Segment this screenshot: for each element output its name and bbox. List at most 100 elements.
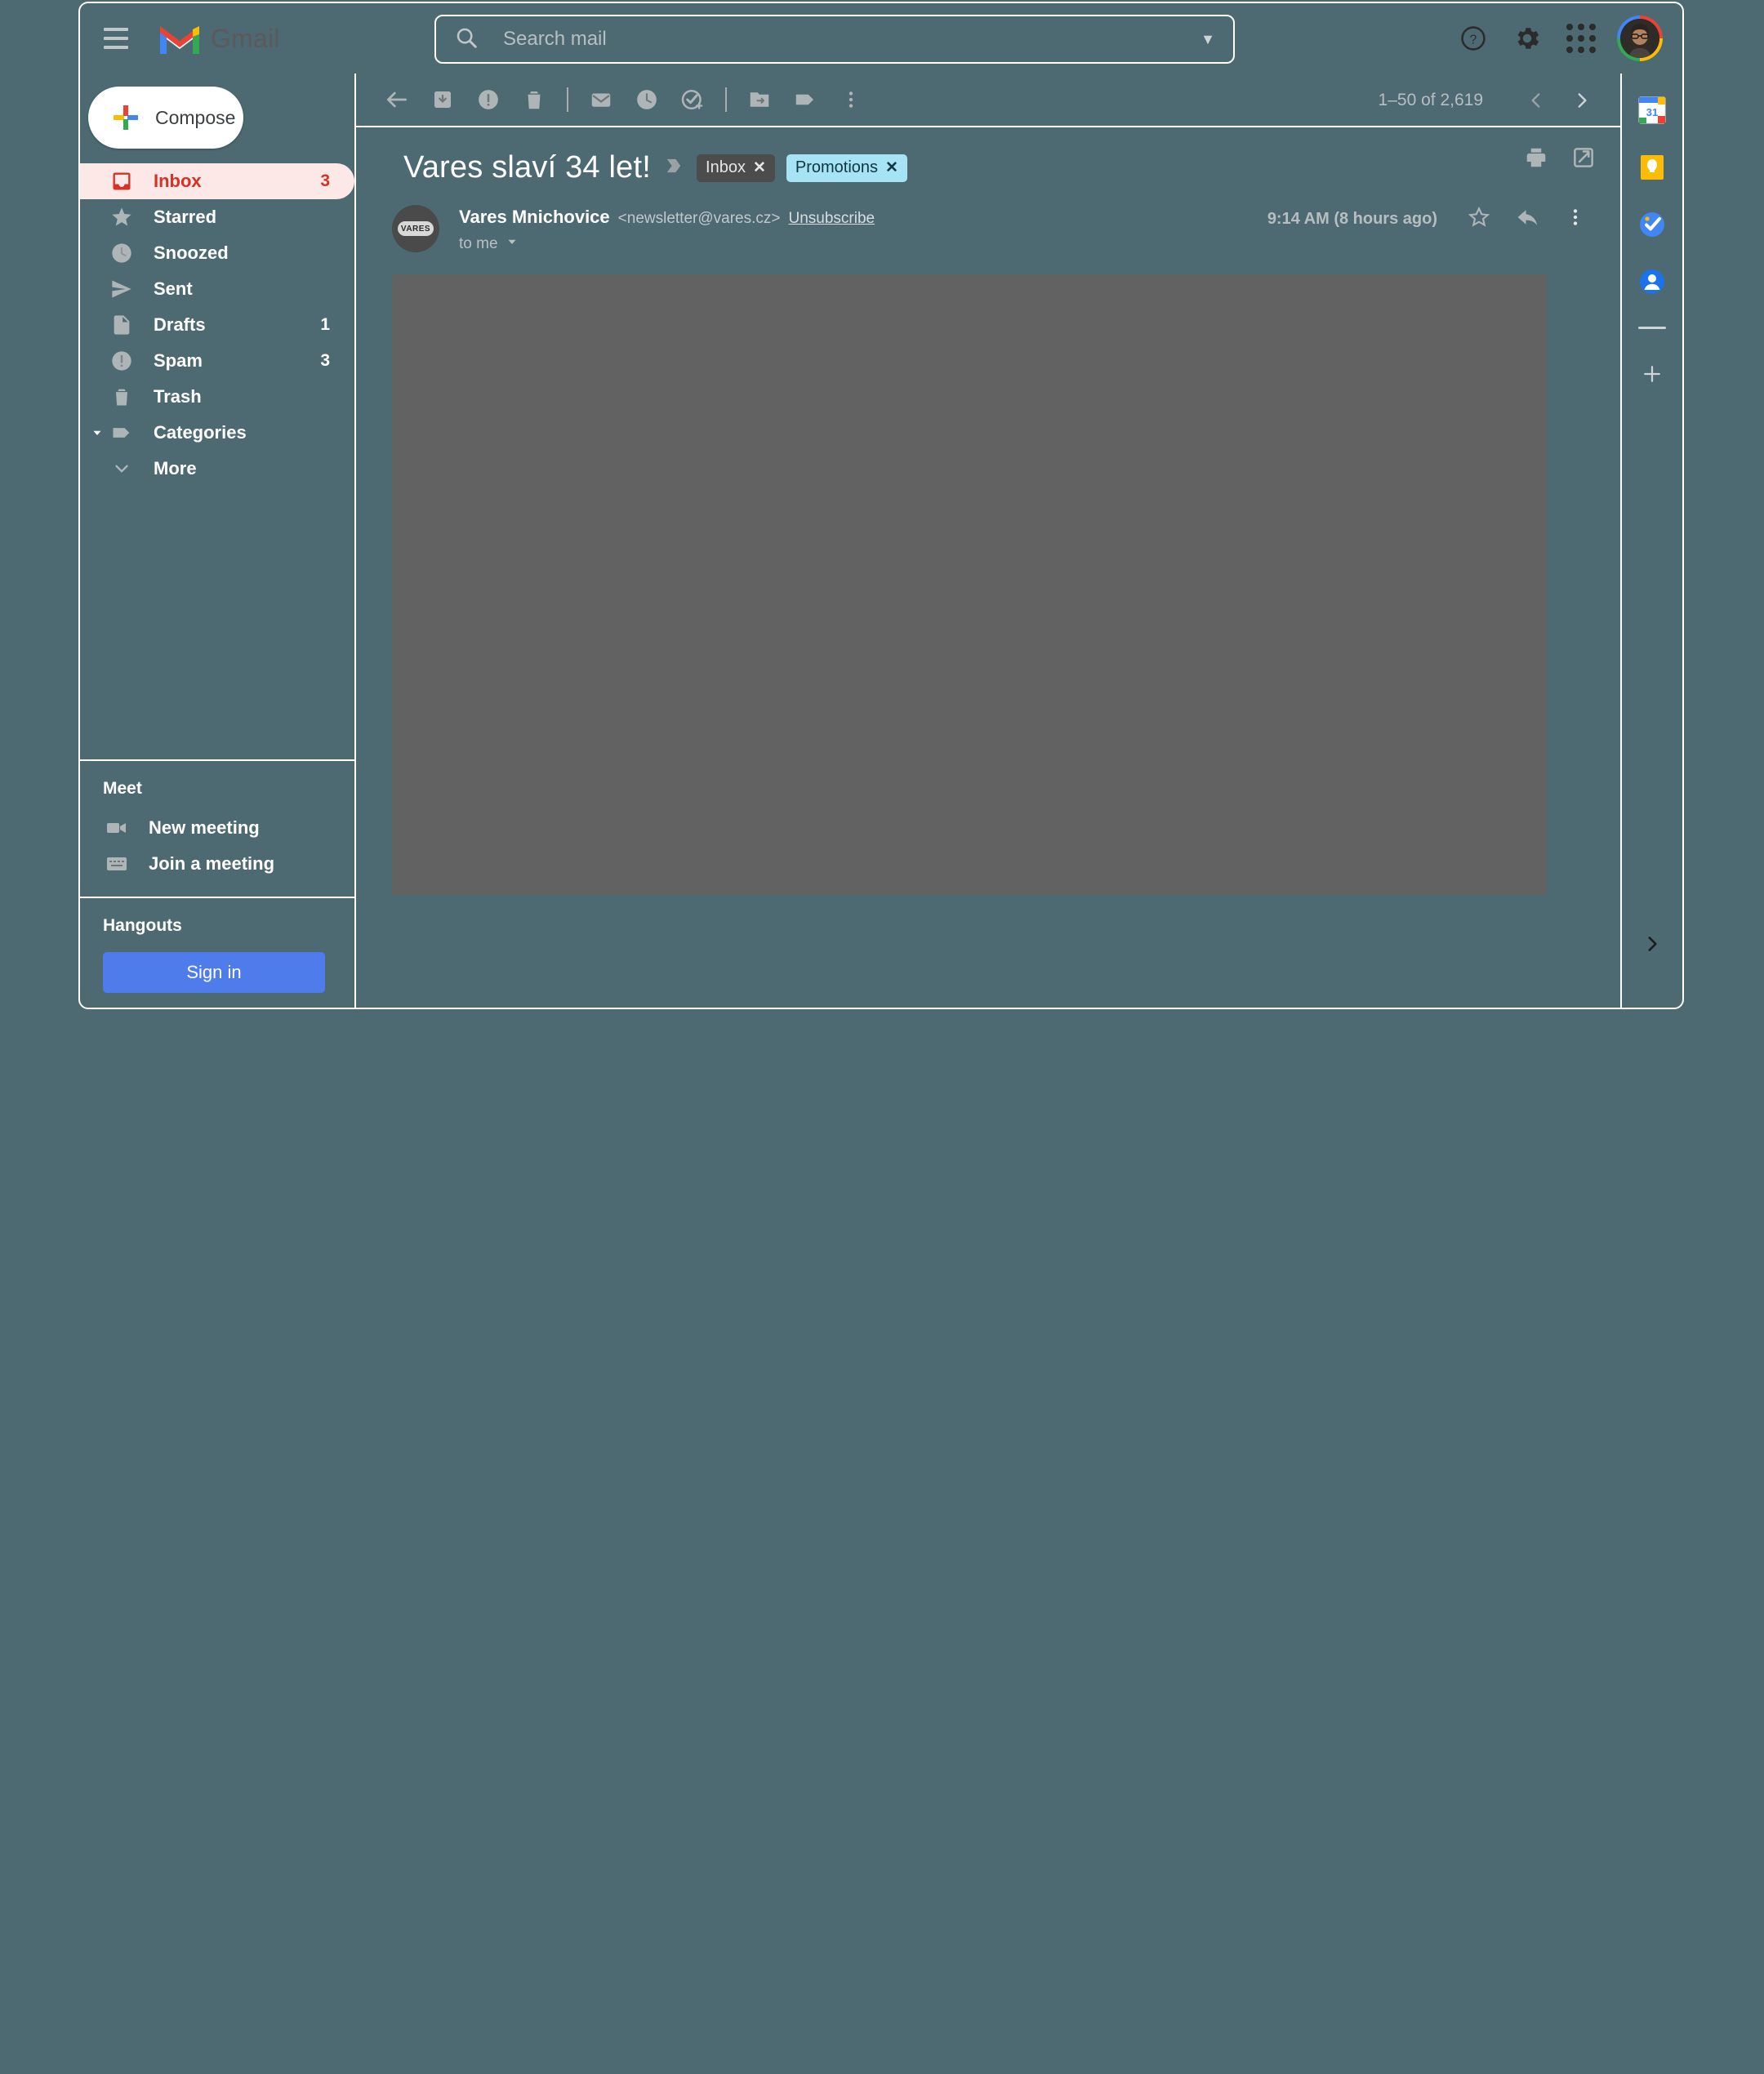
draft-file-icon [108, 314, 136, 336]
open-in-new-window-icon[interactable] [1571, 145, 1596, 174]
sidebar-item-label: Starred [154, 207, 217, 227]
pagination-count: 1–50 of 2,619 [1378, 91, 1483, 109]
label-chip-inbox[interactable]: Inbox ✕ [697, 154, 775, 182]
app-body: Compose Inbox 3 Starred [80, 73, 1682, 1008]
add-ons-plus-icon[interactable] [1635, 357, 1669, 391]
expand-panel-button[interactable] [1642, 933, 1663, 959]
chevron-down-icon[interactable]: ▼ [1200, 30, 1215, 47]
more-vertical-icon[interactable] [1565, 207, 1586, 232]
label-chip-name: Inbox [706, 158, 746, 176]
sidebar-item-inbox[interactable]: Inbox 3 [80, 163, 354, 199]
meet-title: Meet [103, 779, 142, 798]
gmail-m-logo [160, 26, 199, 54]
spam-alert-icon [108, 349, 136, 372]
keyboard-icon [103, 856, 131, 872]
svg-text:31: 31 [1646, 106, 1658, 118]
join-meeting-label: Join a meeting [149, 853, 275, 874]
header-actions: ? [1455, 3, 1663, 73]
search-input[interactable] [501, 27, 1201, 51]
avatar: VARES [392, 205, 439, 252]
sidebar-item-sent[interactable]: Sent [80, 271, 354, 307]
message-body [392, 274, 1547, 895]
main-content: 1–50 of 2,619 Vares slaví 34 let! [356, 73, 1622, 1008]
printer-icon[interactable] [1524, 145, 1548, 174]
sidebar-item-starred[interactable]: Starred [80, 199, 354, 235]
hangouts-sign-in-button[interactable]: Sign in [103, 952, 325, 993]
sidebar-item-spam[interactable]: Spam 3 [80, 343, 354, 379]
sidebar-item-label: Snoozed [154, 243, 229, 263]
toolbar-divider [567, 87, 568, 112]
google-tasks-icon[interactable] [1635, 207, 1669, 242]
user-avatar[interactable] [1617, 16, 1663, 61]
meet-section: Meet New meeting Join a meeting [80, 759, 354, 897]
search-icon [454, 25, 479, 54]
reply-arrow-icon[interactable] [1516, 205, 1540, 234]
close-icon[interactable]: ✕ [752, 159, 766, 176]
caret-down-icon [87, 425, 108, 440]
sender-line: Vares Mnichovice <newsletter@vares.cz> U… [459, 207, 875, 228]
label-chip-promotions[interactable]: Promotions ✕ [786, 154, 907, 182]
close-icon[interactable]: ✕ [885, 159, 898, 176]
sidebar-item-label: Trash [154, 386, 202, 407]
new-meeting-button[interactable]: New meeting [103, 810, 354, 846]
important-marker-icon[interactable] [662, 154, 685, 181]
message-meta: Vares Mnichovice <newsletter@vares.cz> U… [459, 205, 875, 253]
chevron-down-icon [108, 458, 136, 479]
sidebar-item-label: Sent [154, 278, 193, 299]
message-timestamp: 9:14 AM (8 hours ago) [1267, 210, 1437, 228]
subject-row: Vares slaví 34 let! Inbox ✕ Promotions ✕ [356, 127, 1620, 185]
thread-actions [1524, 145, 1596, 174]
sidebar-item-count: 3 [320, 171, 330, 190]
sidebar-item-drafts[interactable]: Drafts 1 [80, 307, 354, 343]
svg-text:?: ? [1470, 33, 1477, 47]
google-contacts-icon[interactable] [1635, 265, 1669, 299]
search-bar[interactable]: ▼ [434, 15, 1235, 64]
google-keep-icon[interactable] [1635, 150, 1669, 185]
hamburger-menu-icon[interactable] [98, 20, 134, 56]
label-chip-name: Promotions [795, 158, 879, 176]
sidebar-item-more[interactable]: More [80, 451, 354, 487]
chevron-right-icon[interactable] [1561, 80, 1602, 121]
delete-icon[interactable] [511, 77, 557, 122]
new-meeting-label: New meeting [149, 817, 260, 838]
brand-label: Gmail [211, 23, 280, 53]
unsubscribe-link[interactable]: Unsubscribe [788, 210, 875, 227]
report-spam-icon[interactable] [466, 77, 511, 122]
sidebar-item-snoozed[interactable]: Snoozed [80, 235, 354, 271]
archive-icon[interactable] [420, 77, 466, 122]
compose-button[interactable]: Compose [88, 87, 243, 149]
apps-grid-icon[interactable] [1563, 20, 1599, 56]
send-icon [108, 278, 136, 300]
star-outline-icon[interactable] [1467, 205, 1491, 234]
help-circle-icon[interactable]: ? [1455, 20, 1491, 56]
sidebar-item-categories[interactable]: Categories [80, 415, 354, 451]
gmail-brand[interactable]: Gmail [157, 21, 280, 56]
sidebar-item-label: Drafts [154, 314, 206, 335]
back-arrow-icon[interactable] [374, 77, 420, 122]
sidebar-item-count: 3 [320, 351, 330, 370]
google-calendar-icon[interactable]: 31 [1635, 93, 1669, 127]
sidebar-item-trash[interactable]: Trash [80, 379, 354, 415]
recipient-line[interactable]: to me [459, 234, 875, 253]
sender-email: <newsletter@vares.cz> [617, 210, 781, 227]
page-title: Vares slaví 34 let! [403, 150, 652, 185]
avatar-label: VARES [398, 221, 434, 236]
add-to-tasks-icon[interactable] [670, 77, 715, 122]
compose-label: Compose [155, 106, 236, 128]
gear-icon[interactable] [1509, 20, 1545, 56]
plus-icon [114, 105, 138, 130]
star-icon [108, 206, 136, 229]
join-meeting-button[interactable]: Join a meeting [103, 846, 354, 882]
sidebar-item-label: Inbox [154, 171, 202, 191]
mark-unread-icon[interactable] [578, 77, 624, 122]
sidebar-item-label: More [154, 458, 197, 478]
trash-icon [108, 385, 136, 408]
inbox-icon [108, 170, 136, 193]
chevron-left-icon[interactable] [1516, 80, 1557, 121]
more-vertical-icon[interactable] [828, 77, 874, 122]
move-to-folder-icon[interactable] [737, 77, 782, 122]
snooze-clock-icon[interactable] [624, 77, 670, 122]
recipient-label: to me [459, 234, 498, 252]
chevron-down-icon[interactable] [505, 234, 519, 253]
label-tag-icon[interactable] [782, 77, 828, 122]
